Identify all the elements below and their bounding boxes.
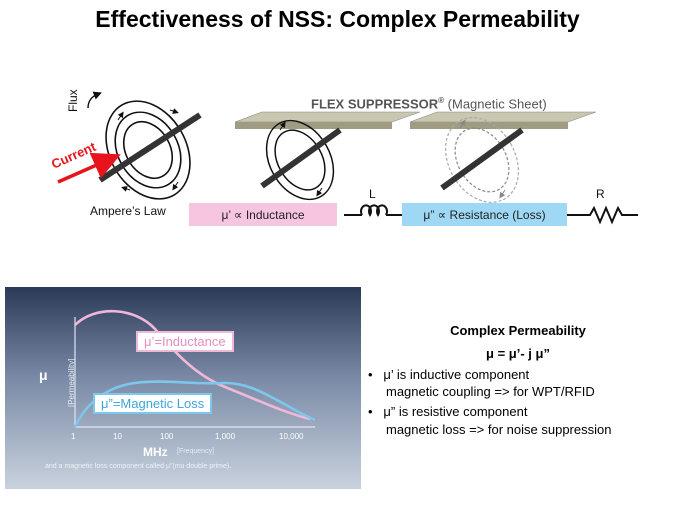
current-arrow bbox=[57, 152, 121, 184]
x-tick: 1,000 bbox=[215, 432, 236, 441]
mu-double-prime-curve bbox=[73, 380, 316, 428]
x-tick: 100 bbox=[160, 432, 174, 441]
permeability-formula: μ = μ’- j μ” bbox=[486, 346, 550, 361]
ampere-law-label: Ampere’s Law bbox=[90, 204, 166, 218]
graph-caption: and a magnetic loss component called μ”(… bbox=[45, 463, 232, 470]
y-axis-symbol: μ bbox=[39, 367, 48, 383]
flex-brand: FLEX SUPPRESSOR bbox=[311, 96, 439, 112]
resistor-label: R bbox=[596, 187, 605, 201]
x-tick: 10,000 bbox=[279, 432, 304, 441]
flux-label: Flux bbox=[66, 89, 80, 112]
bullet-line: μ” is resistive component bbox=[383, 404, 528, 419]
resistor-symbol bbox=[567, 205, 638, 225]
magnetic-sheet-left bbox=[234, 111, 421, 129]
x-tick-labels: 1 10 100 1,000 10,000 bbox=[71, 432, 321, 444]
complex-permeability-heading: Complex Permeability bbox=[450, 323, 586, 338]
registered-mark: ® bbox=[438, 96, 445, 105]
inductance-tag: μ’=Inductance bbox=[136, 331, 234, 352]
permeability-graph: μ’=Inductance μ”=Magnetic Loss μ [Permea… bbox=[5, 287, 361, 489]
inductance-box: μ’ ∝ Inductance bbox=[189, 203, 337, 226]
magnetic-loss-tag: μ”=Magnetic Loss bbox=[93, 393, 213, 414]
x-axis-sublabel: [Frequency] bbox=[177, 448, 214, 455]
bullet-item: • μ’ is inductive component bbox=[368, 367, 530, 382]
sheet-wire-right bbox=[440, 127, 524, 191]
bullet-item: • μ” is resistive component bbox=[368, 404, 528, 419]
flex-suffix: (Magnetic Sheet) bbox=[444, 96, 547, 112]
inductor-label: L bbox=[369, 187, 376, 201]
bullet-line: μ’ is inductive component bbox=[383, 367, 530, 382]
x-tick: 1 bbox=[71, 432, 76, 441]
y-axis-label: [Permeability] bbox=[67, 358, 76, 407]
magnetic-sheet-right bbox=[409, 111, 597, 129]
ampere-law-diagram bbox=[57, 91, 638, 225]
x-axis-label: MHz bbox=[143, 445, 168, 459]
flex-suppressor-label: FLEX SUPPRESSOR® (Magnetic Sheet) bbox=[311, 96, 547, 111]
bullet-line: magnetic loss => for noise suppression bbox=[386, 422, 612, 437]
sheet-wire-left bbox=[260, 127, 342, 189]
flux-arrow bbox=[87, 91, 102, 109]
bullet-line: magnetic coupling => for WPT/RFID bbox=[386, 384, 595, 399]
x-tick: 10 bbox=[113, 432, 122, 441]
page-title: Effectiveness of NSS: Complex Permeabili… bbox=[95, 6, 580, 32]
resistance-box: μ” ∝ Resistance (Loss) bbox=[402, 203, 567, 226]
inductor-symbol bbox=[344, 204, 402, 217]
mu-prime-curve bbox=[74, 309, 311, 421]
